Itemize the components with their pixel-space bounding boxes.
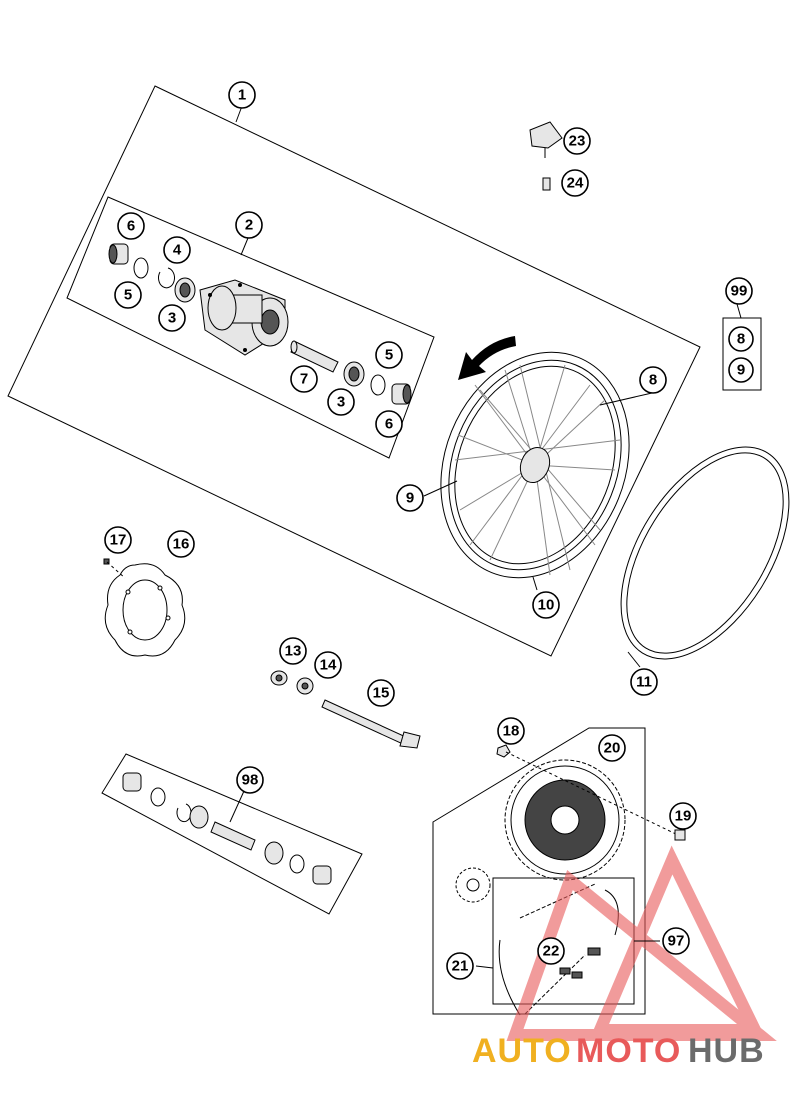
svg-text:22: 22 xyxy=(543,943,560,960)
hub-assembly-frame xyxy=(66,196,435,459)
callout-24: 24 xyxy=(561,169,589,197)
callout-21: 21 xyxy=(446,952,474,980)
valve-cap xyxy=(529,121,563,158)
svg-text:5: 5 xyxy=(385,347,393,364)
callout-5: 5 xyxy=(114,281,142,309)
callout-17: 17 xyxy=(104,526,132,554)
callout-7: 7 xyxy=(290,365,318,393)
kit-99-frame xyxy=(722,317,762,391)
axle-spacer-13 xyxy=(270,670,288,686)
sprocket-kit-frame xyxy=(432,727,646,1015)
svg-text:19: 19 xyxy=(675,808,692,825)
svg-text:16: 16 xyxy=(173,536,190,553)
svg-text:1: 1 xyxy=(238,87,246,104)
brake-disc xyxy=(104,563,186,657)
svg-text:8: 8 xyxy=(649,372,657,389)
rear-sprocket xyxy=(504,759,626,881)
callout-98: 98 xyxy=(236,766,264,794)
bearing-left xyxy=(174,277,196,303)
callout-6: 6 xyxy=(117,212,145,240)
hub-spacer-right xyxy=(391,383,412,405)
callout-10: 10 xyxy=(532,591,560,619)
circlip-left xyxy=(158,267,175,289)
svg-text:5: 5 xyxy=(124,287,132,304)
callout-6b: 6 xyxy=(375,410,403,438)
svg-text:6: 6 xyxy=(385,416,393,433)
callout-2: 2 xyxy=(235,211,263,239)
svg-text:HUB: HUB xyxy=(688,1032,765,1070)
valve-nut xyxy=(542,177,551,191)
front-sprocket xyxy=(455,867,491,903)
svg-text:7: 7 xyxy=(300,371,308,388)
svg-text:20: 20 xyxy=(604,740,621,757)
callout-13: 13 xyxy=(279,637,307,665)
svg-text:98: 98 xyxy=(242,772,259,789)
svg-text:18: 18 xyxy=(503,723,520,740)
callout-9: 9 xyxy=(396,484,424,512)
wheel-hub xyxy=(199,279,289,356)
seal-ring-right xyxy=(370,374,386,396)
sprocket-nut xyxy=(496,744,681,837)
wheel-spindle xyxy=(321,699,421,749)
callout-8: 8 xyxy=(639,366,667,394)
svg-text:AUTO: AUTO xyxy=(472,1032,572,1070)
svg-text:11: 11 xyxy=(636,674,652,691)
callout-22: 22 xyxy=(537,937,565,965)
svg-text:10: 10 xyxy=(538,597,555,614)
svg-text:9: 9 xyxy=(737,362,745,379)
rear-wheel xyxy=(440,351,630,579)
rim-tape xyxy=(620,446,790,660)
wheel-assembly-frame xyxy=(7,85,701,657)
callout-18: 18 xyxy=(497,717,525,745)
svg-text:13: 13 xyxy=(285,643,302,660)
svg-text:99: 99 xyxy=(731,283,748,300)
svg-text:23: 23 xyxy=(569,133,586,150)
svg-text:MOTO: MOTO xyxy=(576,1032,681,1070)
svg-text:4: 4 xyxy=(173,242,182,259)
svg-text:21: 21 xyxy=(452,958,469,975)
svg-text:8: 8 xyxy=(737,331,745,348)
callout-16: 16 xyxy=(167,530,195,558)
hub-spacer-left xyxy=(108,243,129,265)
callout-1: 1 xyxy=(228,81,256,109)
svg-text:6: 6 xyxy=(127,218,135,235)
sprocket-bolt xyxy=(674,829,686,841)
svg-text:2: 2 xyxy=(245,217,253,234)
callout-99-9: 9 xyxy=(728,357,754,383)
bearing-kit-frame xyxy=(101,753,363,915)
callout-5b: 5 xyxy=(375,341,403,369)
rotation-arrow-icon xyxy=(458,336,516,380)
axle-washer-14 xyxy=(296,677,314,695)
svg-text:3: 3 xyxy=(168,310,176,327)
svg-text:14: 14 xyxy=(320,657,337,674)
callout-20: 20 xyxy=(598,734,626,762)
bearing-kit-parts xyxy=(122,772,332,885)
callout-14: 14 xyxy=(314,651,342,679)
bearing-right xyxy=(343,361,365,387)
svg-text:24: 24 xyxy=(567,175,584,192)
disc-screw xyxy=(103,558,126,579)
callout-11: 11 xyxy=(630,668,658,696)
callout-19: 19 xyxy=(669,802,697,830)
svg-text:17: 17 xyxy=(110,532,127,549)
callout-15: 15 xyxy=(367,679,395,707)
svg-text:9: 9 xyxy=(406,490,414,507)
svg-text:15: 15 xyxy=(373,685,390,702)
svg-text:3: 3 xyxy=(337,394,345,411)
callout-99: 99 xyxy=(725,277,753,305)
callout-97: 97 xyxy=(662,927,690,955)
callout-3: 3 xyxy=(158,304,186,332)
callout-3b: 3 xyxy=(327,388,355,416)
leader-lines xyxy=(229,105,742,969)
watermark-text: AUTO MOTO HUB xyxy=(472,1032,765,1070)
callout-4: 4 xyxy=(163,236,191,264)
seal-ring-left xyxy=(133,257,149,279)
spacer-tube xyxy=(290,340,339,373)
svg-text:97: 97 xyxy=(668,933,685,950)
callout-23: 23 xyxy=(563,127,591,155)
callout-99-8: 8 xyxy=(728,326,754,352)
chain-links xyxy=(559,947,601,979)
